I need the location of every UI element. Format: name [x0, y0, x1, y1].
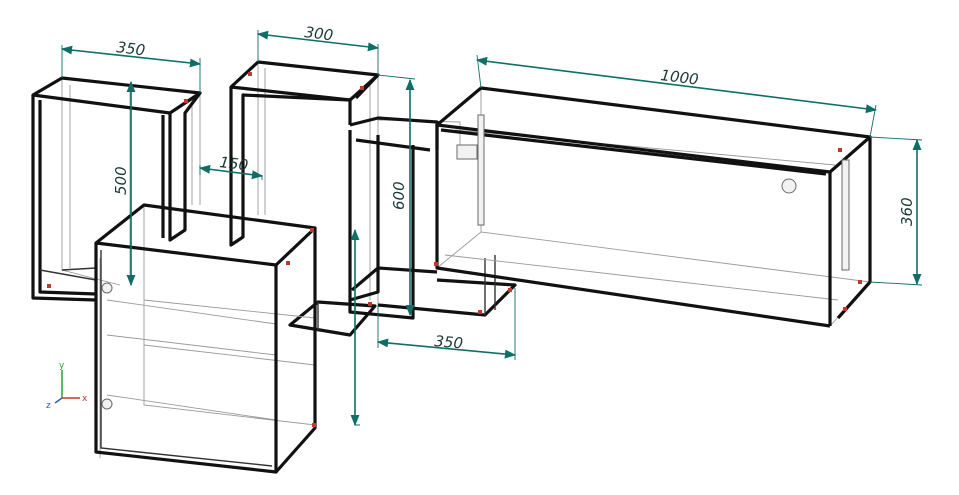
dim-label: 360	[898, 197, 916, 226]
cabinet-front-box	[94, 203, 317, 474]
axis-x-label: x	[82, 394, 88, 404]
dimension-shelf-depth: 350	[376, 288, 517, 360]
axis-y-label: y	[59, 361, 65, 371]
dim-label: 150	[219, 153, 250, 174]
cabinet-long	[434, 86, 872, 328]
axis-z-label: z	[46, 401, 51, 411]
dimension-cab1-width: 350	[60, 38, 202, 93]
dim-label: 1000	[660, 66, 700, 89]
dim-label: 300	[304, 23, 335, 44]
dim-label: 500	[112, 166, 130, 195]
dimension-cab2-height: 600	[350, 74, 416, 427]
dimension-cab2-width: 300	[256, 23, 380, 75]
knob-icon	[781, 178, 797, 194]
axis-triad: y x z	[46, 361, 88, 411]
dimension-gap: 150	[198, 153, 264, 180]
dimension-cab1-height: 500	[112, 80, 136, 287]
dimension-long-width: 1000	[475, 54, 878, 138]
hinge-icon	[456, 144, 478, 160]
dim-label: 600	[390, 181, 408, 210]
cabinet-tall-open	[229, 60, 380, 312]
dim-label: 350	[434, 332, 464, 352]
dim-label: 350	[116, 38, 147, 59]
dimension-long-height: 360	[869, 136, 923, 286]
